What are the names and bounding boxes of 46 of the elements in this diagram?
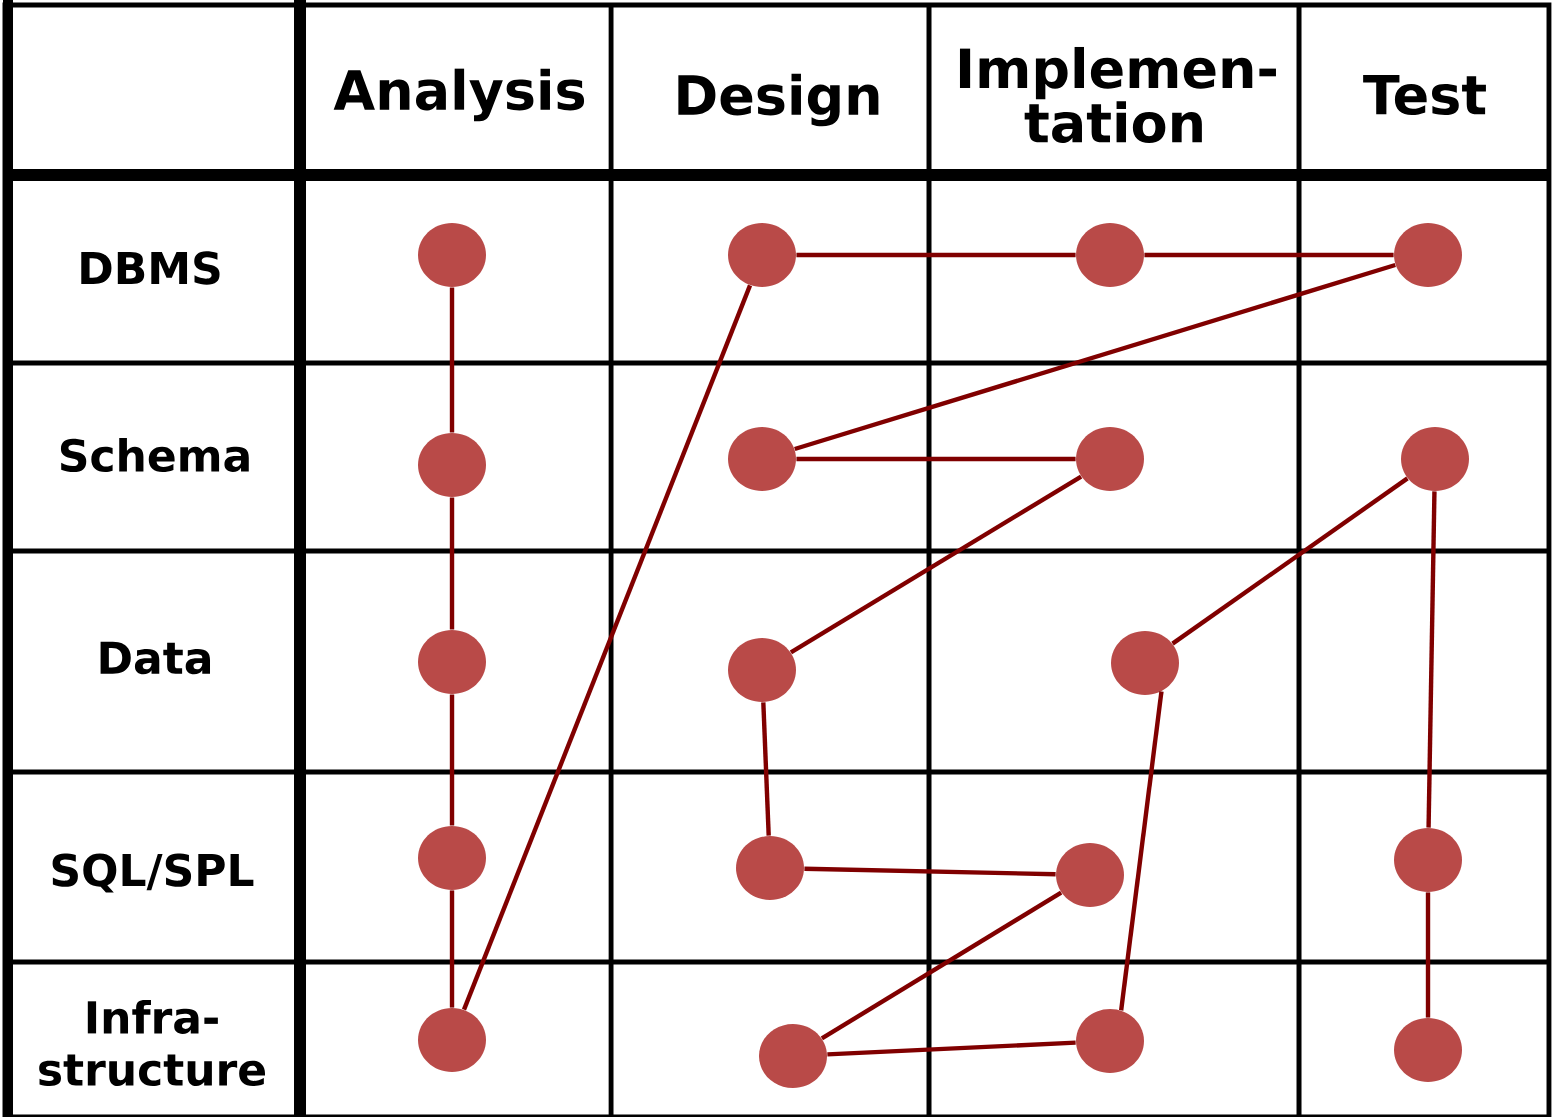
row-label: Data xyxy=(100,641,210,675)
dot xyxy=(418,1008,486,1072)
column-header: Analysis xyxy=(333,68,585,122)
connector-line xyxy=(449,694,455,826)
connector-line xyxy=(796,456,1076,462)
dot xyxy=(1394,828,1462,892)
dot xyxy=(728,427,796,491)
connector-line xyxy=(796,252,1076,258)
dot xyxy=(418,826,486,890)
connector-line xyxy=(827,1040,1076,1057)
dot xyxy=(1076,1009,1144,1073)
connector-line xyxy=(449,497,455,630)
row-label: Schema xyxy=(60,437,249,473)
connector-line xyxy=(1144,252,1394,258)
row-label: DBMS xyxy=(81,251,220,285)
connector-line xyxy=(789,474,1083,655)
connector-line xyxy=(461,284,753,1011)
dot xyxy=(418,223,486,287)
connector-line xyxy=(1425,892,1431,1018)
dot xyxy=(418,433,486,497)
dot xyxy=(418,630,486,694)
dot xyxy=(728,223,796,287)
dot xyxy=(1076,427,1144,491)
row-label: SQL/SPL xyxy=(52,853,254,893)
connector-line xyxy=(804,866,1056,877)
connector-line xyxy=(449,890,455,1008)
connector-line xyxy=(820,890,1063,1041)
column-header: Implemen- tation xyxy=(959,46,1276,143)
connector-line xyxy=(761,702,771,836)
connector-line xyxy=(449,287,455,433)
dot xyxy=(1394,1018,1462,1082)
dot xyxy=(1394,223,1462,287)
connector-line xyxy=(1171,476,1409,646)
column-header: Design xyxy=(678,73,879,127)
dot xyxy=(736,836,804,900)
dot xyxy=(1401,427,1469,491)
dot xyxy=(1056,843,1124,907)
column-header: Test xyxy=(1363,74,1486,116)
dot xyxy=(759,1024,827,1088)
connector-line xyxy=(1426,491,1437,828)
row-label: Infra- structure xyxy=(39,999,265,1087)
dot xyxy=(1111,631,1179,695)
connector-line xyxy=(794,262,1396,452)
connector-line xyxy=(1118,691,1164,1011)
dot xyxy=(1076,223,1144,287)
dot xyxy=(728,638,796,702)
